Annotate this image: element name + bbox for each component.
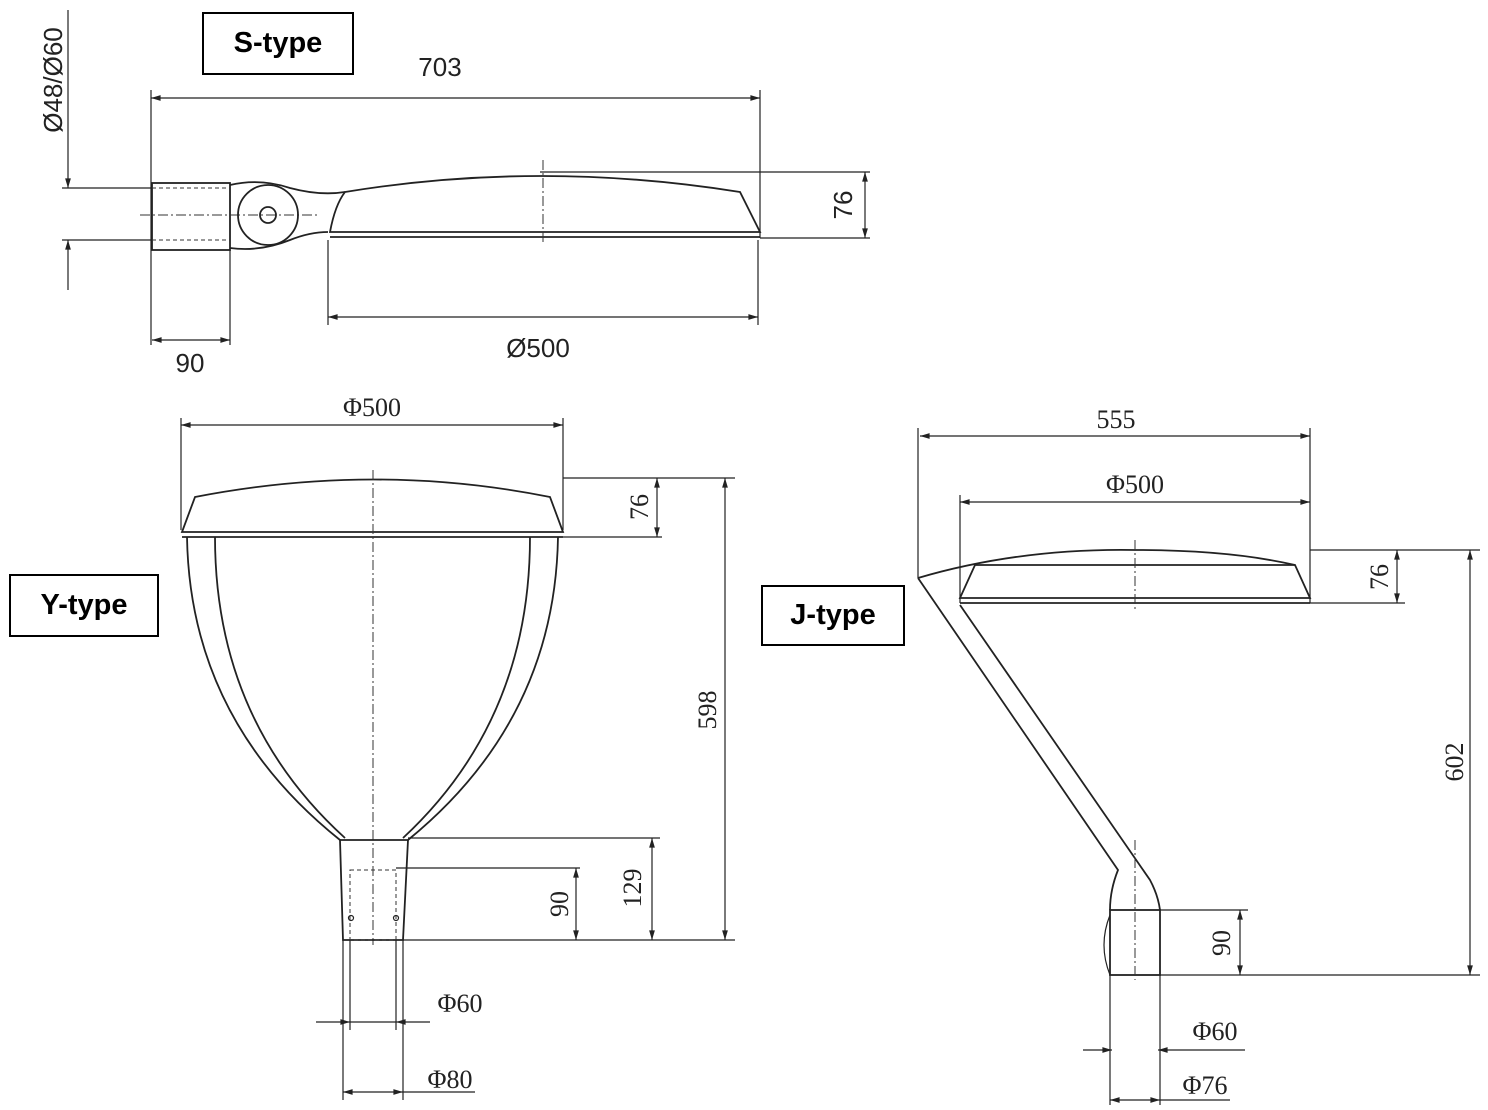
y-type-label: Y-type (9, 574, 159, 637)
y-dim-total-height: 598 (693, 691, 722, 730)
s-dim-length: 703 (418, 52, 461, 82)
y-dim-inner-dia: Φ60 (437, 989, 482, 1018)
y-dim-lamp-dia: Φ500 (343, 393, 401, 422)
s-dim-height: 76 (828, 191, 858, 220)
s-dim-lamp-dia: Ø500 (506, 333, 570, 363)
j-dim-lamp-dia: Φ500 (1106, 470, 1164, 499)
s-dim-socket: 90 (176, 348, 205, 378)
j-dim-width: 555 (1097, 405, 1136, 434)
j-type-drawing: 555 Φ500 76 602 90 Φ60 Φ76 (917, 405, 1480, 1105)
s-dim-pipe-dia: Ø48/Ø60 (38, 27, 68, 133)
s-type-drawing: 703 Ø48/Ø60 76 Ø500 90 (38, 10, 870, 378)
j-dim-height-lamp: 76 (1365, 564, 1394, 590)
j-dim-socket-depth: 90 (1207, 930, 1236, 956)
y-dim-stem-height: 129 (618, 869, 647, 908)
y-dim-outer-dia: Φ80 (427, 1065, 472, 1094)
j-dim-inner-dia: Φ60 (1192, 1017, 1237, 1046)
s-type-label: S-type (202, 12, 354, 75)
y-type-drawing: Φ500 76 598 129 90 Φ60 Φ80 (180, 393, 735, 1100)
j-dim-total-height: 602 (1440, 743, 1469, 782)
y-dim-socket-depth: 90 (545, 891, 574, 917)
j-dim-outer-dia: Φ76 (1182, 1071, 1227, 1100)
j-type-label: J-type (761, 585, 905, 646)
y-dim-height-lamp: 76 (625, 494, 654, 520)
